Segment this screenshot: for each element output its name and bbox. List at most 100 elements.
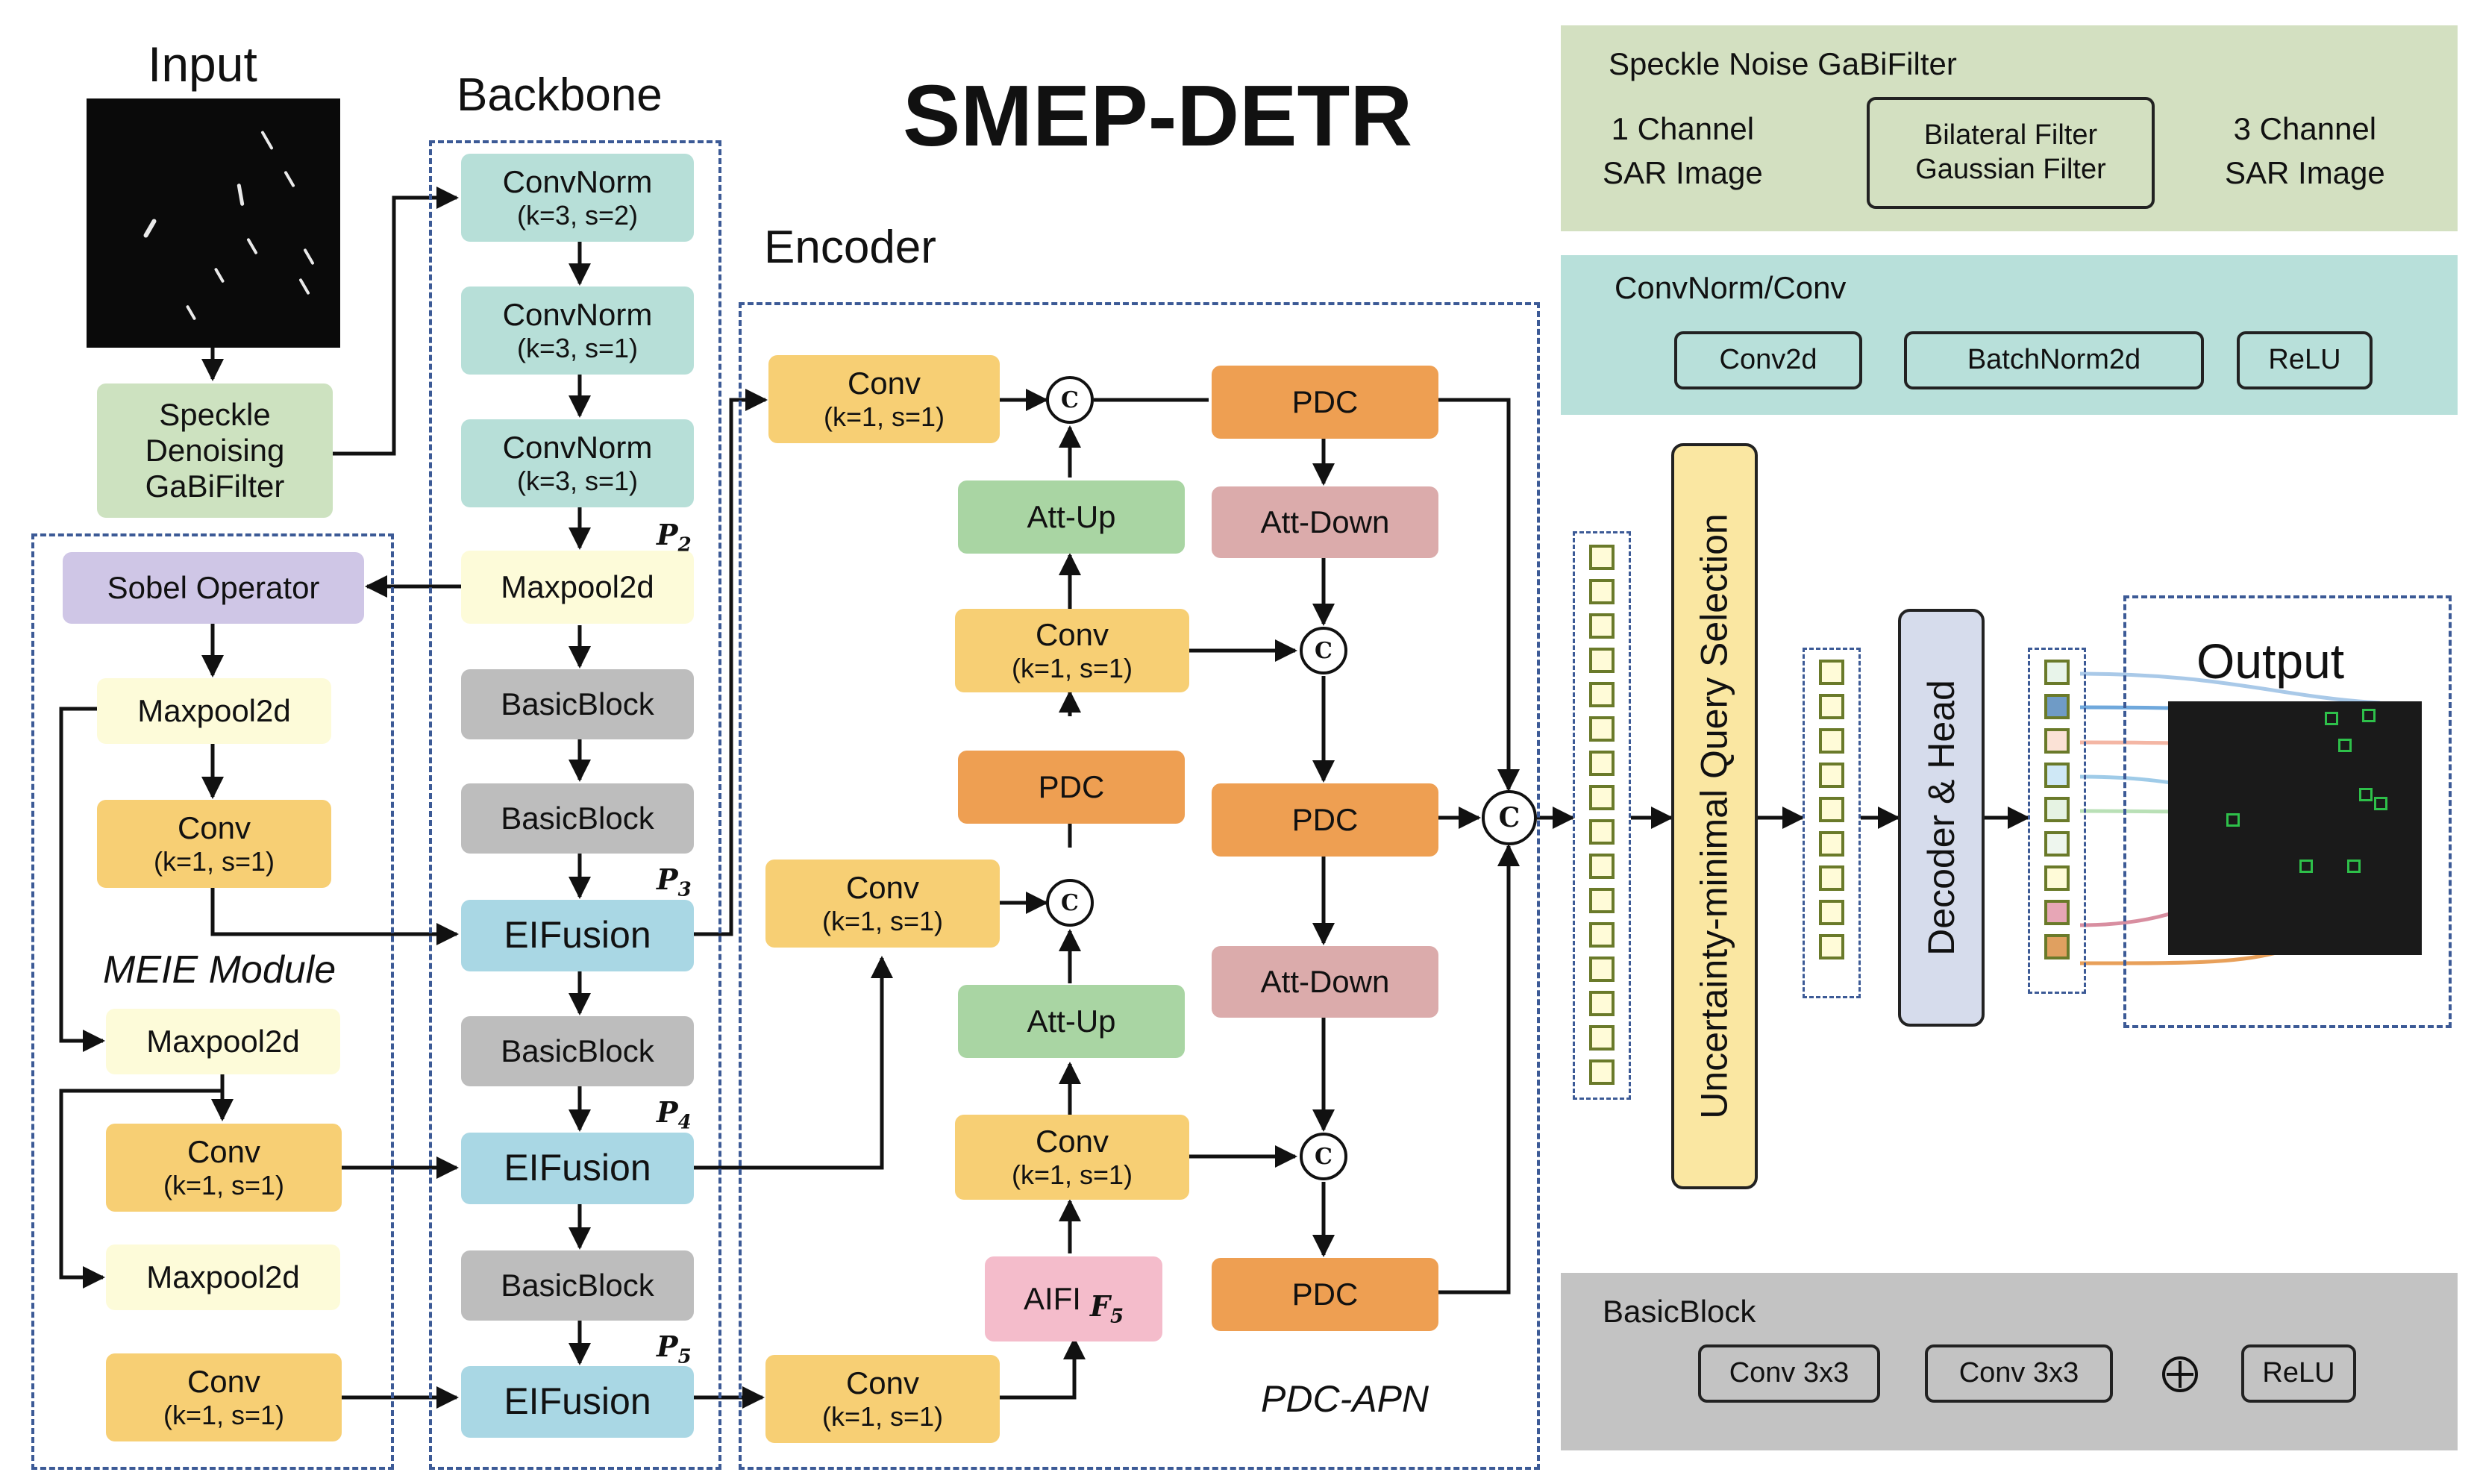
encoder-conv-top-label: Conv xyxy=(847,366,921,401)
token xyxy=(2044,934,2070,959)
meie-maxpool-3: Maxpool2d xyxy=(106,1245,340,1310)
att-up-bottom-label: Att-Up xyxy=(1027,1003,1116,1039)
output-tokens-frame xyxy=(2028,648,2086,994)
token xyxy=(1819,900,1844,925)
att-down-bottom-label: Att-Down xyxy=(1260,963,1390,999)
encoder-conv-upper-params: (k=1, s=1) xyxy=(1011,653,1133,684)
concat-node-3: C xyxy=(1046,879,1094,927)
basicblock-3-label: BasicBlock xyxy=(501,1033,654,1068)
token xyxy=(1589,922,1615,948)
encoder-conv-bottom: Conv (k=1, s=1) xyxy=(765,1355,1000,1443)
sobel-operator: Sobel Operator xyxy=(63,552,364,624)
meie-label: MEIE Module xyxy=(103,948,336,992)
convnorm-2-params: (k=3, s=1) xyxy=(516,333,639,364)
legend-batchnorm-label: BatchNorm2d xyxy=(1967,344,2141,376)
token xyxy=(1819,763,1844,788)
att-up-top-label: Att-Up xyxy=(1027,498,1116,534)
diagram-title: SMEP-DETR xyxy=(903,67,1413,164)
legend-relu-2: ReLU xyxy=(2241,1344,2356,1403)
legend-gabi-in2: SAR Image xyxy=(1603,154,1763,190)
convnorm-3-params: (k=3, s=1) xyxy=(516,466,639,497)
encoder-conv-bottom-params: (k=1, s=1) xyxy=(821,1401,944,1433)
token xyxy=(1589,613,1615,639)
pdc-left-label: PDC xyxy=(1038,768,1105,804)
legend-conv3x3-1-label: Conv 3x3 xyxy=(1729,1357,1850,1389)
convnorm-1: ConvNorm (k=3, s=2) xyxy=(461,154,694,242)
token xyxy=(1819,865,1844,891)
att-down-bottom: Att-Down xyxy=(1212,946,1438,1018)
convnorm-1-params: (k=3, s=2) xyxy=(516,200,639,231)
speckle-denoising-box: Speckle Denoising GaBiFilter xyxy=(97,383,333,518)
token xyxy=(1589,545,1615,570)
encoder-tokens-frame xyxy=(1573,531,1631,1100)
encoder-conv-upper: Conv (k=1, s=1) xyxy=(955,609,1189,692)
token xyxy=(1589,854,1615,879)
att-up-top: Att-Up xyxy=(958,480,1185,554)
meie-conv-3-label: Conv xyxy=(187,1364,261,1400)
token xyxy=(2044,900,2070,925)
legend-relu-2-label: ReLU xyxy=(2262,1357,2335,1389)
token xyxy=(1819,728,1844,754)
token xyxy=(1589,1059,1615,1085)
token xyxy=(2044,660,2070,685)
legend-basicblock: BasicBlock Conv 3x3 Conv 3x3 ReLU xyxy=(1561,1273,2458,1450)
token xyxy=(2044,865,2070,891)
pdc-bottom: PDC xyxy=(1212,1258,1438,1331)
encoder-conv-bottom-label: Conv xyxy=(845,1365,920,1401)
token xyxy=(1589,991,1615,1016)
eifusion-3: EIFusion xyxy=(461,1366,694,1438)
token xyxy=(1819,797,1844,822)
meie-conv-3: Conv (k=1, s=1) xyxy=(106,1353,342,1441)
att-down-top: Att-Down xyxy=(1212,486,1438,558)
token xyxy=(2044,728,2070,754)
input-label: Input xyxy=(148,37,257,92)
query-selection-box: Uncertainty-minimal Query Selection xyxy=(1671,443,1758,1189)
meie-frame xyxy=(31,533,394,1470)
legend-batchnorm: BatchNorm2d xyxy=(1904,331,2204,389)
encoder-conv-lower: Conv (k=1, s=1) xyxy=(955,1115,1189,1200)
eifusion-2: EIFusion xyxy=(461,1133,694,1204)
meie-maxpool-1-label: Maxpool2d xyxy=(137,692,291,728)
meie-maxpool-1: Maxpool2d xyxy=(97,678,331,744)
preproc-line2: Denoising xyxy=(145,432,285,468)
encoder-conv-mid-params: (k=1, s=1) xyxy=(821,906,944,937)
att-up-bottom: Att-Up xyxy=(958,985,1185,1058)
token xyxy=(2044,763,2070,788)
pdcapn-label: PDC-APN xyxy=(1261,1378,1429,1420)
token xyxy=(1589,648,1615,673)
encoder-label: Encoder xyxy=(764,222,936,273)
legend-conv2d: Conv2d xyxy=(1674,331,1862,389)
legend-conv3x3-2-label: Conv 3x3 xyxy=(1958,1357,2079,1389)
meie-conv-2: Conv (k=1, s=1) xyxy=(106,1124,342,1212)
legend-gabi-title: Speckle Noise GaBiFilter xyxy=(1609,46,1957,81)
backbone-frame xyxy=(429,140,721,1470)
legend-relu-1-label: ReLU xyxy=(2268,344,2341,376)
token xyxy=(1589,682,1615,707)
decoder-head-label: Decoder & Head xyxy=(1920,680,1962,956)
convnorm-2-label: ConvNorm xyxy=(502,297,653,333)
encoder-conv-top-params: (k=1, s=1) xyxy=(823,401,945,433)
aifi-box: AIFI F5 xyxy=(985,1256,1162,1341)
token xyxy=(1819,934,1844,959)
basicblock-2-label: BasicBlock xyxy=(501,800,654,836)
meie-conv-1-params: (k=1, s=1) xyxy=(153,846,275,877)
preproc-line1: Speckle xyxy=(159,396,271,432)
output-label: Output xyxy=(2196,633,2345,689)
encoder-conv-upper-label: Conv xyxy=(1035,617,1109,653)
aifi-label: AIFI xyxy=(1023,1280,1081,1316)
meie-maxpool-2-label: Maxpool2d xyxy=(146,1023,300,1059)
basicblock-4-label: BasicBlock xyxy=(501,1267,654,1303)
eifusion-1: EIFusion xyxy=(461,900,694,971)
basicblock-1: BasicBlock xyxy=(461,669,694,739)
legend-gabi-in: 1 Channel SAR Image xyxy=(1603,107,1763,195)
token xyxy=(1589,888,1615,913)
legend-gabi-f2: Gaussian Filter xyxy=(1915,154,2106,185)
eifusion-2-label: EIFusion xyxy=(504,1147,651,1189)
legend-conv3x3-2: Conv 3x3 xyxy=(1925,1344,2113,1403)
encoder-conv-lower-label: Conv xyxy=(1035,1124,1109,1159)
p5-label: P5 xyxy=(657,1330,692,1368)
legend-gabi-in1: 1 Channel xyxy=(1611,111,1755,146)
legend-convnorm-title: ConvNorm/Conv xyxy=(1615,270,1847,305)
output-tokens xyxy=(2044,660,2070,959)
